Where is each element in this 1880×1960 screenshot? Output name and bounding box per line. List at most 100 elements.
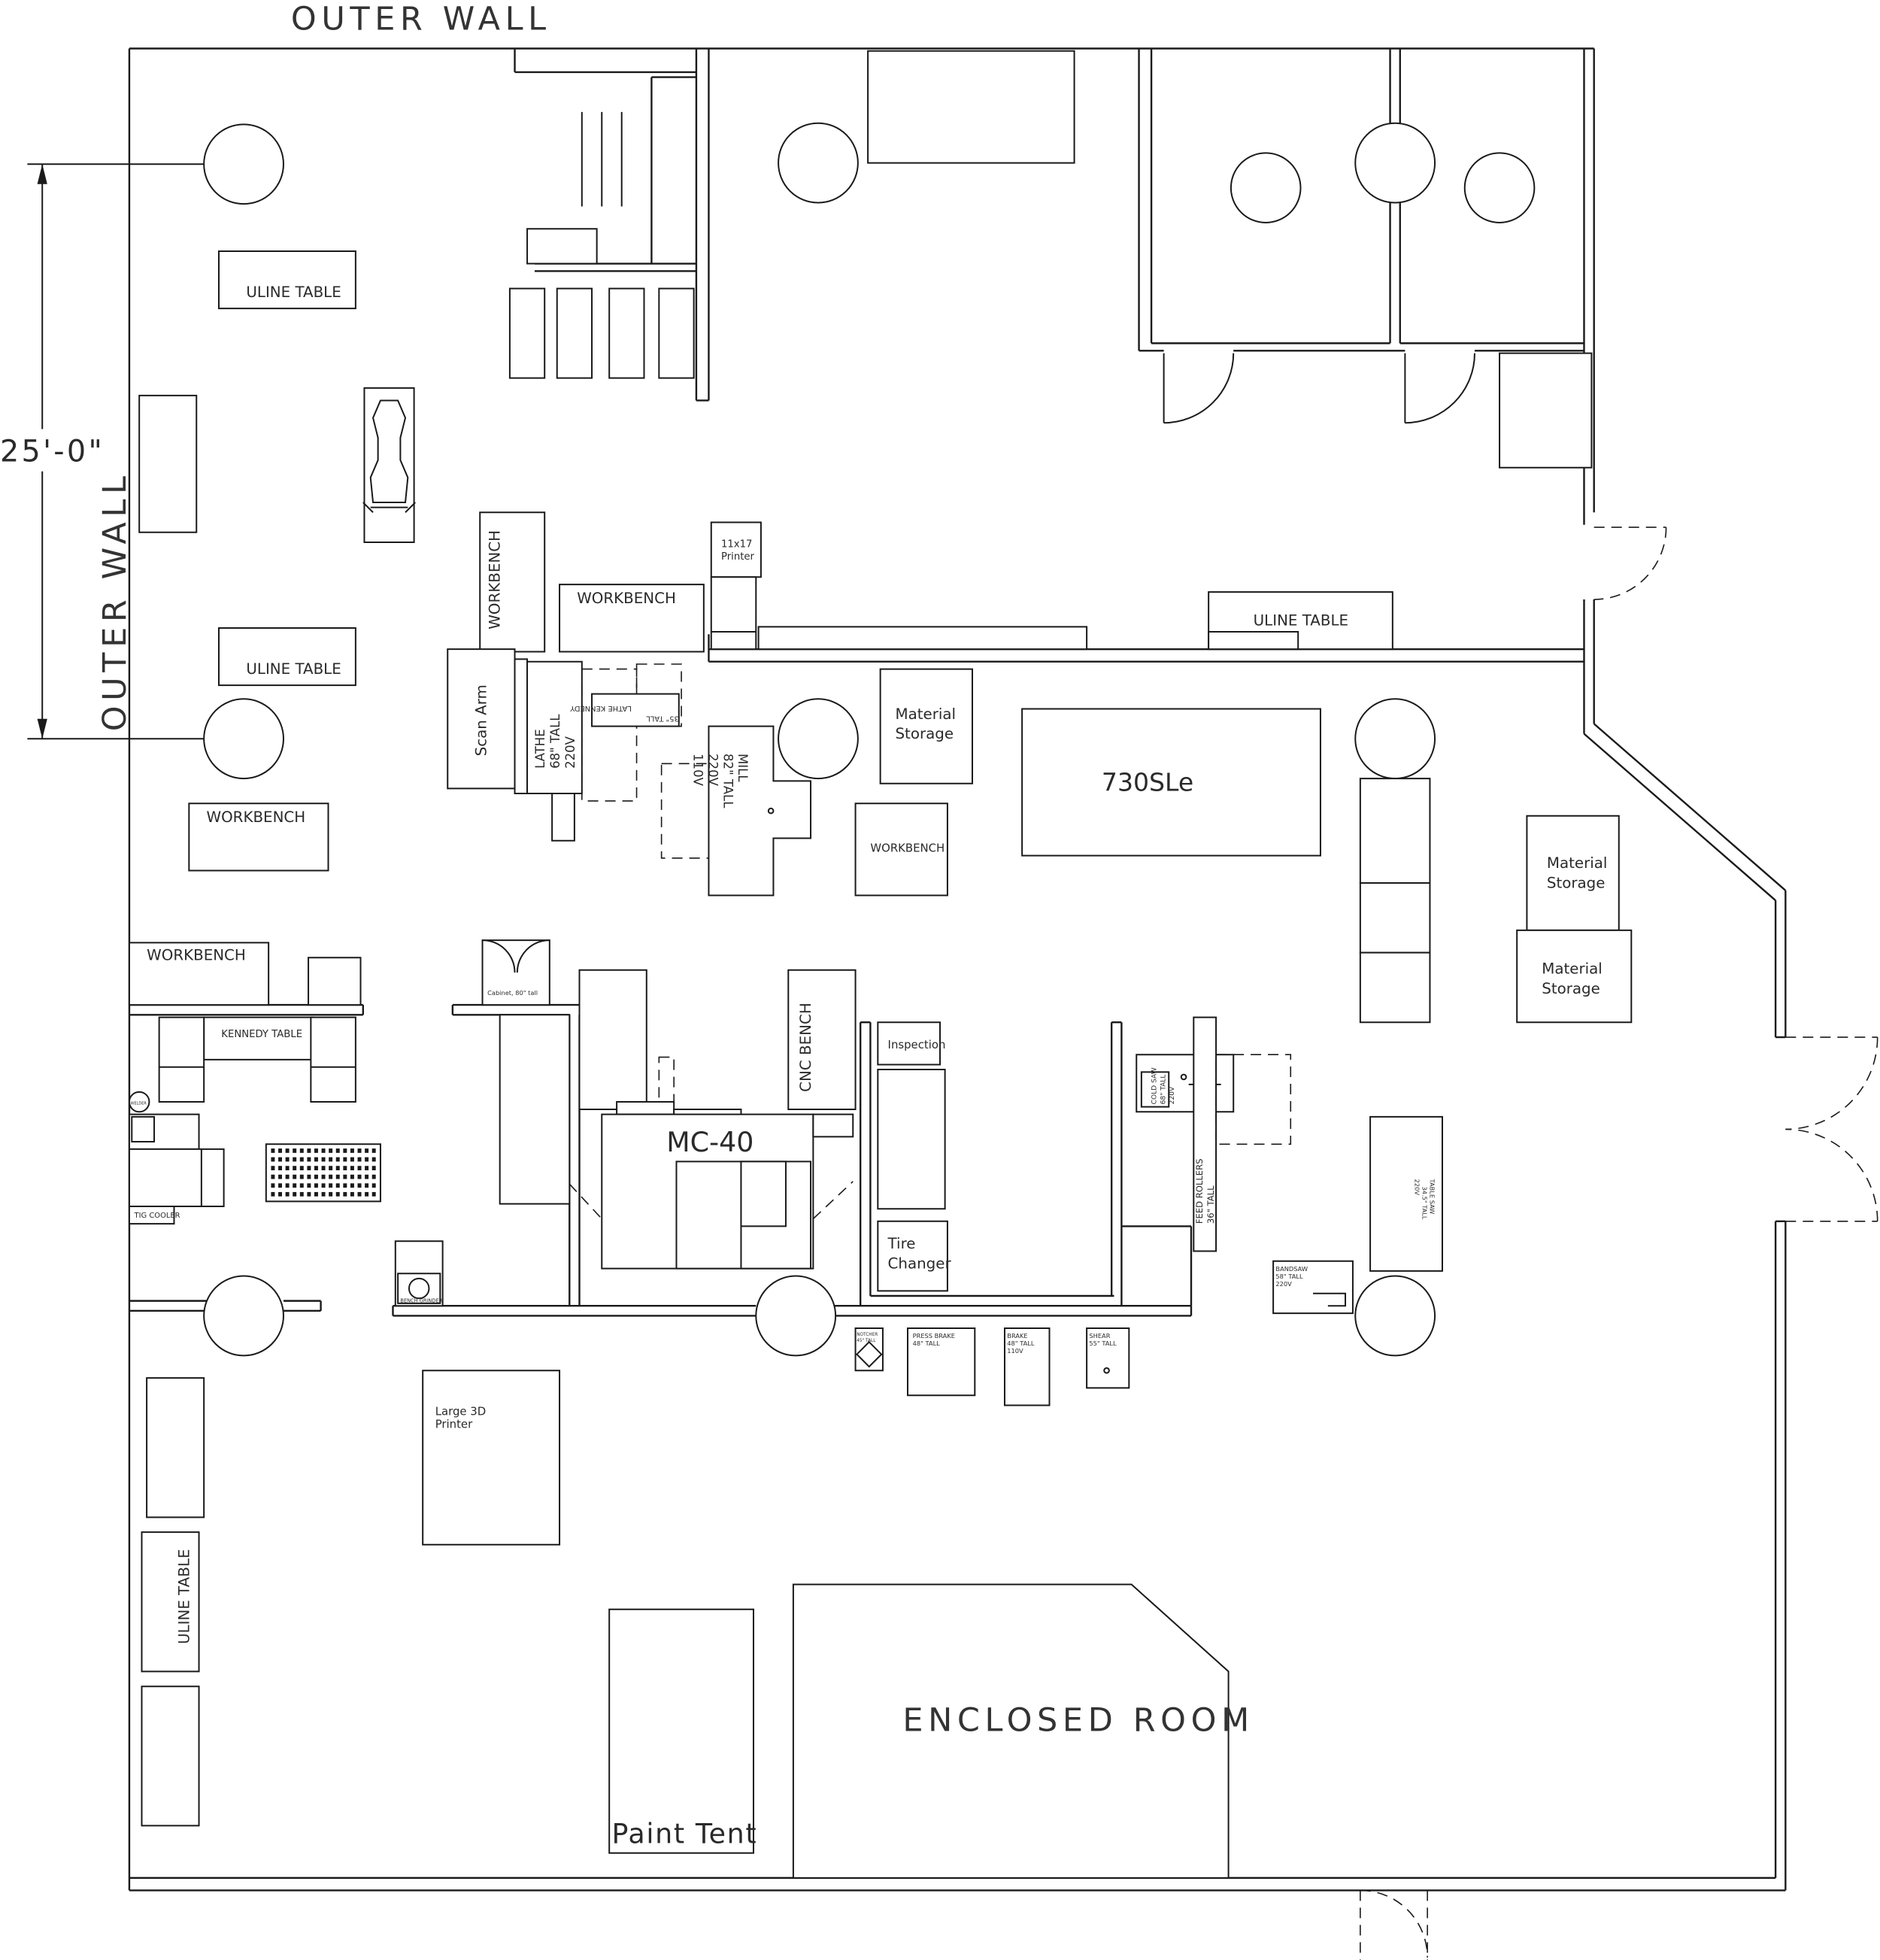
label-dimension: 25'-0"	[0, 434, 105, 469]
table-saw	[1370, 1117, 1442, 1271]
press-brake	[908, 1328, 975, 1395]
label-bandsaw: 58" TALL	[1275, 1273, 1303, 1280]
cabinet	[308, 957, 360, 1005]
label-material-storage-1: Storage	[895, 725, 954, 742]
cabinet-lower-left	[147, 1378, 204, 1517]
label-uline-table-2: ULINE TABLE	[246, 660, 341, 678]
label-inspection: Inspection	[888, 1038, 946, 1051]
label-paint-tent: Paint Tent	[611, 1818, 757, 1850]
material-storage	[1517, 930, 1631, 1022]
label-enclosed-room: ENCLOSED ROOM	[902, 1702, 1254, 1740]
label-lathe: 220V	[563, 736, 578, 769]
rack-section	[1360, 778, 1430, 883]
label-cold-saw: COLD SAW	[1151, 1067, 1159, 1104]
rack-section	[1360, 953, 1430, 1023]
column	[778, 699, 858, 778]
label-material-storage-3: Material	[1542, 960, 1603, 978]
paint-tent	[609, 1610, 754, 1853]
label-bandsaw: 220V	[1275, 1280, 1292, 1288]
label-kennedy-table: KENNEDY TABLE	[221, 1029, 302, 1040]
mill	[708, 727, 811, 896]
label-bench-grinder: BENCH GRINDER	[400, 1297, 442, 1303]
welder-box	[132, 1117, 154, 1142]
storage-bin	[659, 289, 693, 378]
label-uline-table-3: ULINE TABLE	[1254, 612, 1348, 630]
label-welder: WELDER	[131, 1101, 147, 1106]
equipment	[129, 51, 1631, 1878]
label-table-saw: 220V	[1414, 1179, 1421, 1196]
kennedy-table-leg	[311, 1018, 356, 1102]
columns	[204, 123, 1534, 1356]
label-tire-changer: Tire	[887, 1235, 916, 1252]
tig-bench	[129, 1149, 224, 1206]
dimension-25ft	[0, 164, 238, 739]
enclosed-room	[793, 1585, 1229, 1878]
label-printer-11x17: 11x17	[721, 539, 752, 551]
office-cabinet	[1499, 353, 1591, 468]
workbench-vertical	[480, 512, 544, 651]
printer-11x17	[711, 522, 761, 577]
cold-saw-clearance	[1216, 1054, 1290, 1144]
label-tire-changer: Changer	[888, 1255, 952, 1273]
column	[204, 1276, 284, 1356]
label-mill: 220V	[705, 754, 720, 787]
mc40-control	[741, 1161, 786, 1226]
label-mill: 82" TALL	[720, 754, 735, 809]
printer-stand	[711, 577, 757, 649]
material-storage	[1527, 816, 1618, 930]
cabinet-lower-left	[141, 1686, 199, 1825]
bandsaw	[1273, 1261, 1353, 1313]
label-uline-table-vertical: ULINE TABLE	[175, 1549, 193, 1644]
label-brake: BRAKE	[1007, 1332, 1027, 1340]
uline-table	[219, 628, 356, 685]
label-730sle: 730SLe	[1102, 768, 1193, 797]
cabinet-80	[483, 940, 550, 1005]
label-material-storage-2: Material	[1547, 854, 1608, 872]
cnc-bench	[788, 970, 855, 1109]
label-brake: 48" TALL	[1007, 1340, 1035, 1347]
label-feed-rollers: 36" TALL	[1205, 1185, 1216, 1224]
label-lathe: 68" TALL	[548, 714, 562, 769]
label-large-3d-printer: Large 3D	[435, 1405, 486, 1418]
storage-bin	[609, 289, 644, 378]
tig-cooler	[129, 1206, 174, 1224]
label-workbench-small: WORKBENCH	[870, 842, 945, 855]
label-feed-rollers: FEED ROLLERS	[1194, 1159, 1205, 1224]
lathe	[515, 659, 528, 793]
label-mill: 110V	[691, 754, 705, 787]
label-notcher: NOTCHER	[857, 1333, 878, 1337]
label-cold-saw: 68" TALL	[1160, 1074, 1167, 1105]
column	[1231, 153, 1301, 223]
uline-table-vertical	[141, 1532, 199, 1671]
label-cabinet: Cabinet, 80" tall	[487, 989, 538, 997]
label-lathe-kennedy: LATHE KENNEDY	[569, 704, 632, 712]
label-material-storage-3: Storage	[1542, 980, 1600, 997]
label-mill: MILL	[735, 754, 750, 782]
machine-730sle	[1022, 709, 1321, 856]
material-storage	[881, 669, 972, 784]
outer-walls	[129, 48, 1785, 1890]
label-lathe: LATHE	[533, 729, 547, 769]
mc40-column	[580, 970, 647, 1109]
brake	[1005, 1328, 1050, 1406]
workbench-left-lower	[129, 942, 268, 1005]
label-material-storage-1: Material	[895, 705, 956, 723]
pegboard-dots	[271, 1148, 376, 1197]
car-lift	[363, 388, 415, 542]
labels: OUTER WALL OUTER WALL 25'-0" ULINE TABLE…	[0, 1, 1607, 1850]
label-notcher: 45" TALL	[857, 1339, 876, 1343]
column	[778, 123, 858, 203]
label-scan-arm: Scan Arm	[472, 684, 490, 756]
column	[1355, 123, 1435, 203]
label-shear: SHEAR	[1089, 1332, 1110, 1340]
column	[1355, 1276, 1435, 1356]
inspection-table	[878, 1022, 940, 1064]
label-table-saw: 34.5" TALL	[1421, 1186, 1429, 1219]
column	[756, 1276, 835, 1356]
mc40-side	[813, 1115, 853, 1137]
storage-bin	[510, 289, 544, 378]
label-material-storage-2: Storage	[1547, 875, 1606, 892]
long-bench	[759, 627, 1087, 649]
lathe-stand	[552, 793, 575, 841]
